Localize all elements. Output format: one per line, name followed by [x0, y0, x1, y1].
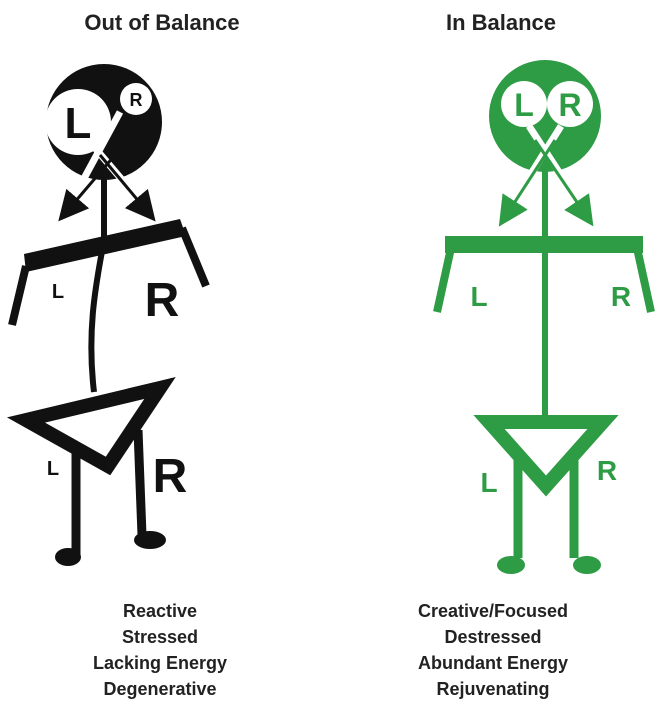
- right-leg: [138, 430, 142, 535]
- torso-label-L: L: [52, 281, 64, 303]
- spine-line: [91, 178, 104, 392]
- right-foot: [573, 556, 601, 574]
- head-label-L: L: [514, 87, 534, 123]
- desc-line: Degenerative: [0, 676, 324, 702]
- head-label-R: R: [558, 87, 581, 123]
- out-of-balance-panel: Out of Balance L R L R L R: [0, 0, 328, 702]
- desc-line: Lacking Energy: [0, 650, 324, 676]
- desc-line: Reactive: [0, 598, 324, 624]
- unbalanced-figure: L R L R L R: [0, 0, 328, 702]
- state-description: Creative/Focused Destressed Abundant Ene…: [329, 598, 657, 702]
- balanced-figure: L R L R L R: [329, 0, 657, 702]
- desc-line: Creative/Focused: [329, 598, 657, 624]
- hips-label-R: R: [153, 450, 188, 503]
- hips-triangle: [489, 422, 603, 486]
- head-label-R: R: [130, 90, 143, 110]
- head-label-L: L: [65, 99, 92, 148]
- torso-label-R: R: [611, 281, 631, 312]
- shoulder-bar: [445, 236, 643, 253]
- in-balance-panel: In Balance L R L R L R: [329, 0, 657, 702]
- desc-line: Abundant Energy: [329, 650, 657, 676]
- torso-label-R: R: [145, 274, 180, 327]
- left-foot: [497, 556, 525, 574]
- desc-line: Destressed: [329, 624, 657, 650]
- hips-label-R: R: [597, 455, 617, 486]
- left-foot: [55, 548, 81, 566]
- desc-line: Rejuvenating: [329, 676, 657, 702]
- state-description: Reactive Stressed Lacking Energy Degener…: [0, 598, 324, 702]
- torso-label-L: L: [470, 281, 487, 312]
- desc-line: Stressed: [0, 624, 324, 650]
- hips-label-L: L: [47, 458, 59, 480]
- hips-label-L: L: [480, 467, 497, 498]
- right-foot: [134, 531, 166, 549]
